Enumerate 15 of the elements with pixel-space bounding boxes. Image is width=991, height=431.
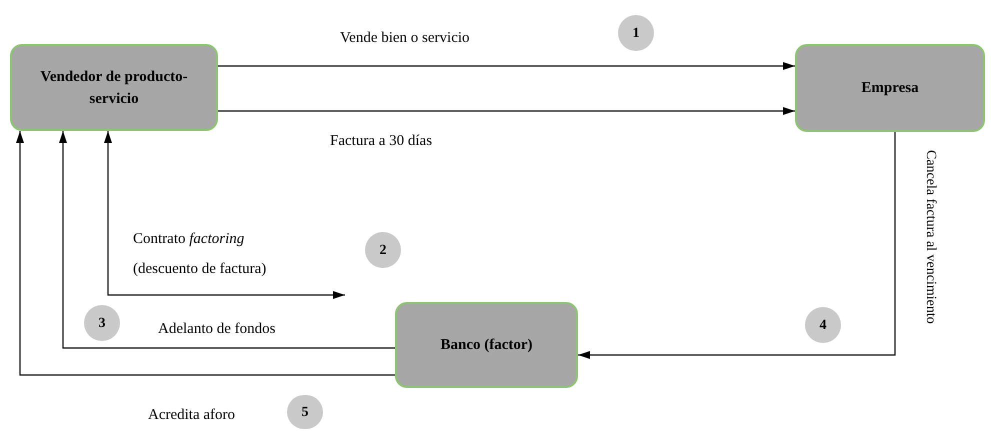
edge-label: Adelanto de fondos xyxy=(158,320,276,339)
arrow xyxy=(218,62,795,70)
arrow xyxy=(59,131,395,349)
edge-label: Contrato factoring (descuento de factura) xyxy=(133,230,268,279)
edge-label: Cancela factura al vencimiento xyxy=(922,150,939,326)
arrow xyxy=(104,131,345,299)
entity-box: Banco (factor) xyxy=(395,302,578,388)
arrow xyxy=(218,107,795,115)
entity-box: Empresa xyxy=(795,44,985,132)
edge-label: Factura a 30 días xyxy=(330,132,434,151)
arrow xyxy=(16,131,395,376)
edge-label: Vende bien o servicio xyxy=(340,29,471,48)
entity-box: Vendedor de producto-servicio xyxy=(10,44,218,131)
arrow xyxy=(578,132,896,359)
edge-label: Acredita aforo xyxy=(148,406,236,425)
